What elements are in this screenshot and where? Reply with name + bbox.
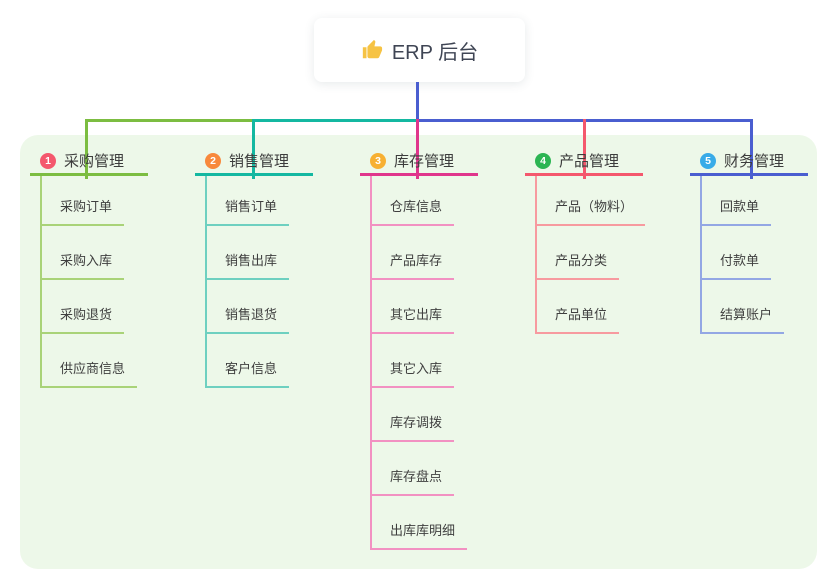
child-label: 销售出库 (207, 250, 290, 280)
child-label: 仓库信息 (372, 196, 455, 226)
thumbs-up-icon (361, 39, 383, 61)
branch-5: 5 财务管理回款单付款单结算账户 (690, 148, 808, 334)
child-label: 出库库明细 (372, 520, 468, 550)
child-label: 回款单 (702, 196, 772, 226)
child-node[interactable]: 产品（物料） (537, 176, 646, 226)
branch-header[interactable]: 2 销售管理 (195, 148, 313, 176)
child-label: 库存盘点 (372, 466, 455, 496)
child-label: 产品库存 (372, 250, 455, 280)
root-title: ERP 后台 (391, 41, 479, 64)
child-label: 产品分类 (537, 250, 620, 280)
drop-connector-purchase (85, 119, 88, 179)
child-label: 销售退货 (207, 304, 290, 334)
branch-badge: 1 (40, 152, 56, 169)
branch-4: 4 产品管理产品（物料） 产品分类产品单位 (525, 148, 646, 334)
drop-connector-product (583, 119, 586, 179)
child-label: 客户信息 (207, 358, 290, 388)
branch-badge: 5 (700, 152, 716, 169)
branch-3: 3 库存管理仓库信息产品库存其它出库其它入库库存调拨库存盘点出库库明细 (360, 148, 478, 550)
child-label: 产品（物料） (537, 196, 646, 226)
branch-children: 回款单付款单结算账户 (700, 176, 808, 334)
child-node[interactable]: 产品分类 (537, 226, 643, 280)
child-node[interactable]: 销售退货 (207, 280, 313, 334)
child-label: 供应商信息 (42, 358, 138, 388)
child-node[interactable]: 采购退货 (42, 280, 148, 334)
branch-header[interactable]: 1 采购管理 (30, 148, 148, 176)
branch-children: 仓库信息产品库存其它出库其它入库库存调拨库存盘点出库库明细 (370, 176, 478, 550)
child-node[interactable]: 结算账户 (702, 280, 808, 334)
branch-badge: 3 (370, 152, 386, 169)
branch-1: 1 采购管理采购订单采购入库采购退货供应商信息 (30, 148, 148, 388)
child-node[interactable]: 出库库明细 (372, 496, 478, 550)
root-node[interactable]: ERP 后台 (314, 18, 525, 82)
child-label: 采购入库 (42, 250, 125, 280)
child-node[interactable]: 回款单 (702, 176, 808, 226)
branch-children: 销售订单销售出库销售退货客户信息 (205, 176, 313, 388)
child-node[interactable]: 库存调拨 (372, 388, 478, 442)
child-label: 其它入库 (372, 358, 455, 388)
root-stem-connector (416, 82, 419, 120)
branch-header[interactable]: 4 产品管理 (525, 148, 643, 176)
child-node[interactable]: 采购订单 (42, 176, 148, 226)
child-node[interactable]: 销售出库 (207, 226, 313, 280)
child-node[interactable]: 其它入库 (372, 334, 478, 388)
child-label: 库存调拨 (372, 412, 455, 442)
child-label: 采购订单 (42, 196, 125, 226)
drop-connector-sales (252, 119, 255, 179)
child-label: 结算账户 (702, 304, 785, 334)
branch-children: 产品（物料） 产品分类产品单位 (535, 176, 646, 334)
child-node[interactable]: 产品单位 (537, 280, 643, 334)
branch-label: 财务管理 (724, 153, 785, 170)
child-node[interactable]: 采购入库 (42, 226, 148, 280)
child-label: 采购退货 (42, 304, 125, 334)
child-label: 产品单位 (537, 304, 620, 334)
child-label: 其它出库 (372, 304, 455, 334)
branch-header[interactable]: 5 财务管理 (690, 148, 808, 176)
child-label: 付款单 (702, 250, 772, 280)
branch-2: 2 销售管理销售订单销售出库销售退货客户信息 (195, 148, 313, 388)
branch-label: 产品管理 (559, 153, 620, 170)
bus-segment-purchase (85, 119, 254, 122)
child-label: 销售订单 (207, 196, 290, 226)
branch-label: 库存管理 (394, 153, 455, 170)
drop-connector-finance (750, 119, 753, 179)
branch-label: 采购管理 (64, 153, 125, 170)
branches-panel (20, 135, 817, 569)
child-node[interactable]: 产品库存 (372, 226, 478, 280)
child-node[interactable]: 付款单 (702, 226, 808, 280)
child-node[interactable]: 仓库信息 (372, 176, 478, 226)
branch-badge: 2 (205, 152, 221, 169)
child-node[interactable]: 供应商信息 (42, 334, 148, 388)
child-node[interactable]: 其它出库 (372, 280, 478, 334)
branch-badge: 4 (535, 152, 551, 169)
child-node[interactable]: 客户信息 (207, 334, 313, 388)
drop-connector-inventory (416, 119, 419, 179)
bus-segment-sales (254, 119, 417, 122)
child-node[interactable]: 库存盘点 (372, 442, 478, 496)
branch-header[interactable]: 3 库存管理 (360, 148, 478, 176)
child-node[interactable]: 销售订单 (207, 176, 313, 226)
branch-label: 销售管理 (229, 153, 290, 170)
branch-children: 采购订单采购入库采购退货供应商信息 (40, 176, 148, 388)
